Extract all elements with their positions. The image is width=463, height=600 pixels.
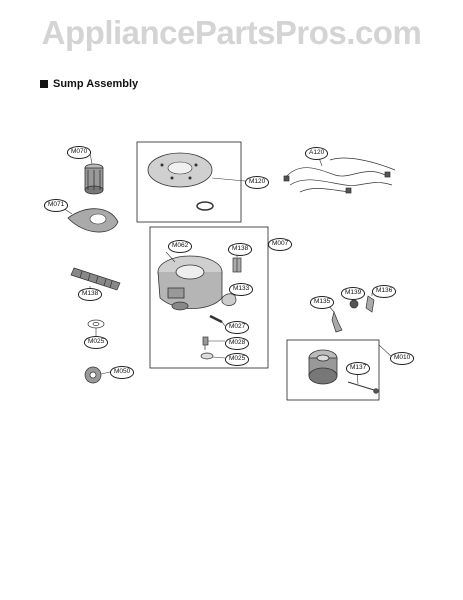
callout-m025-center: M025 <box>225 353 250 366</box>
wire-harness-part <box>283 157 396 194</box>
small-disc-part <box>349 299 359 309</box>
sump-group-box <box>149 226 269 369</box>
callout-m028: M028 <box>225 337 250 350</box>
washer-part <box>87 319 105 329</box>
filter-mesh-part <box>67 208 119 233</box>
callout-m139: M139 <box>341 287 366 300</box>
motor-connector <box>373 388 379 394</box>
sump-small-clip-part <box>232 257 242 273</box>
callout-m138-left: M138 <box>78 288 103 301</box>
callout-a120: A120 <box>305 147 329 160</box>
square-bullet-icon <box>40 80 48 88</box>
section-title: Sump Assembly <box>53 78 139 90</box>
motor-group-box <box>286 339 380 401</box>
callout-m070: M070 <box>67 146 92 159</box>
callout-m050: M050 <box>110 366 135 379</box>
callout-m027: M027 <box>225 321 250 334</box>
callout-m062: M062 <box>168 240 193 253</box>
motor-part <box>308 349 338 385</box>
callout-m136: M136 <box>372 285 397 298</box>
section-heading: Sump Assembly <box>40 78 138 90</box>
sump-nozzle-part <box>221 293 237 306</box>
gear-part <box>84 366 102 384</box>
angle-bracket-part <box>365 295 375 313</box>
sump-pin-part <box>202 336 209 350</box>
callout-m137: M137 <box>346 362 371 375</box>
callout-m007: M007 <box>268 238 293 251</box>
sump-assembly-part <box>157 255 223 311</box>
disc-filter-part <box>147 152 214 211</box>
callout-m138-top: M138 <box>228 243 253 256</box>
sump-tube-part <box>209 314 223 324</box>
sump-washer-part <box>200 352 214 360</box>
callout-m120: M120 <box>245 176 270 189</box>
callout-m071: M071 <box>44 199 69 212</box>
cylinder-filter-part <box>84 163 104 195</box>
callout-m010: M010 <box>390 352 415 365</box>
bracket-part <box>331 310 343 333</box>
callout-m025-left: M025 <box>84 336 109 349</box>
watermark-text: AppliancePartsPros.com <box>41 14 422 51</box>
callout-m133: M133 <box>229 283 254 296</box>
spring-rod-part <box>70 267 121 291</box>
filter-group-box <box>136 141 242 223</box>
callout-m135: M135 <box>310 296 335 309</box>
